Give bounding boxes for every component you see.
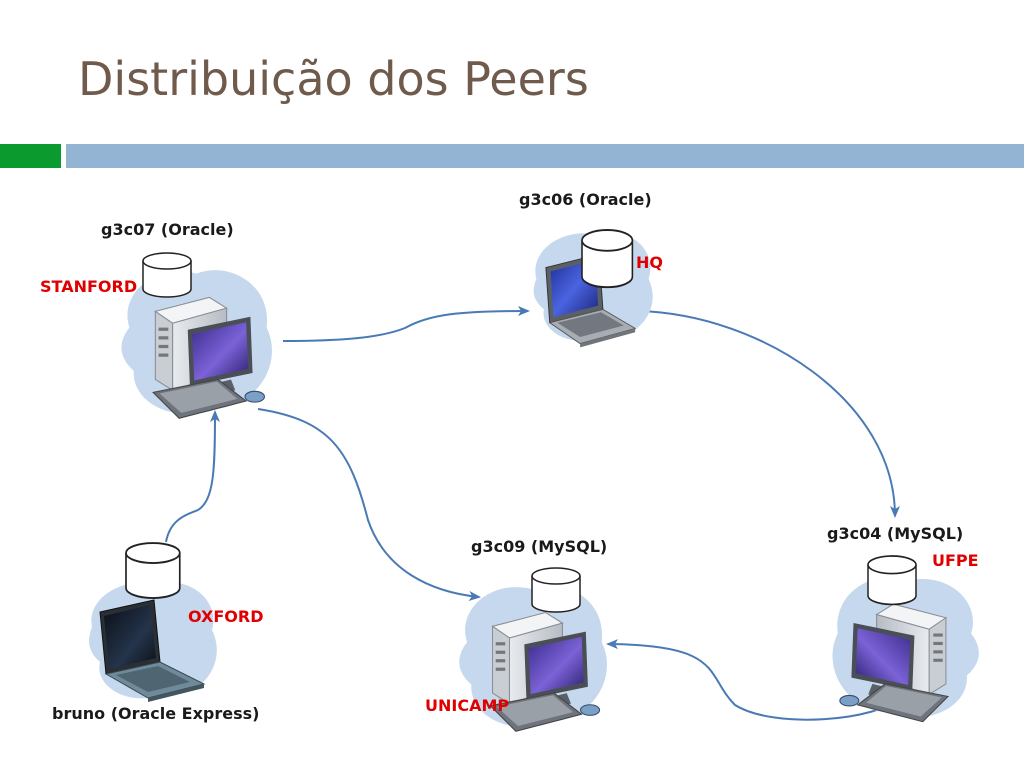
node-g3c04-name: g3c04 (MySQL) (827, 524, 964, 543)
node-bruno-name: bruno (Oracle Express) (52, 704, 260, 723)
accent-bar-blue (66, 144, 1024, 168)
node-g3c09-site: UNICAMP (425, 696, 510, 715)
node-g3c06-site: HQ (636, 253, 663, 272)
node-g3c07-site: STANFORD (40, 277, 138, 296)
edge-g3c07-to-g3c06 (282, 306, 530, 342)
node-bruno-laptop-icon (88, 581, 218, 703)
accent-bar-green (0, 144, 61, 168)
node-bruno-database-icon (125, 542, 181, 599)
node-bruno-site: OXFORD (188, 607, 264, 626)
node-g3c09-name: g3c09 (MySQL) (471, 537, 608, 556)
node-g3c06-database-icon (581, 229, 634, 289)
node-g3c06-name: g3c06 (Oracle) (519, 190, 652, 209)
edge-g3c06-to-g3c04 (639, 310, 900, 518)
node-g3c07-database-icon (142, 252, 192, 298)
node-g3c04-database-icon (867, 555, 917, 606)
edge-g3c07-to-g3c09 (257, 408, 481, 601)
node-g3c04-site: UFPE (932, 551, 979, 570)
edges (165, 306, 900, 721)
edge-g3c04-to-g3c09 (606, 639, 899, 721)
node-g3c09-database-icon (531, 567, 581, 613)
node-g3c07-name: g3c07 (Oracle) (101, 220, 234, 239)
slide-title: Distribuição dos Peers (78, 52, 589, 106)
edge-bruno-to-g3c07 (165, 410, 220, 543)
